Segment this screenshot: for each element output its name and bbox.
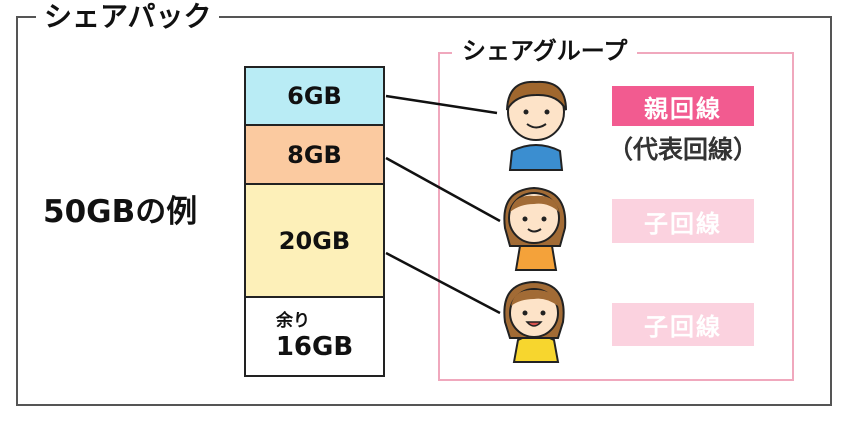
segment-20gb: 20GB: [246, 185, 383, 298]
segment-6gb-label: 6GB: [287, 82, 342, 110]
segment-6gb: 6GB: [246, 68, 383, 126]
parent-line-badge: 親回線: [612, 86, 754, 126]
child-line-badge-2: 子回線: [612, 303, 754, 346]
connector-line-child1: [385, 156, 501, 223]
segment-8gb-label: 8GB: [287, 140, 342, 169]
segment-20gb-label: 20GB: [278, 226, 351, 255]
mother-icon: [503, 186, 567, 271]
parent-line-note: （代表回線）: [607, 135, 758, 164]
child-icon: [503, 280, 565, 363]
share-pack-frame: [16, 16, 832, 406]
remaining-value: 16GB: [275, 331, 354, 362]
share-pack-title: シェアパック: [36, 0, 220, 34]
share-group-title: シェアグループ: [452, 33, 638, 69]
remaining-label: 余り: [276, 310, 310, 331]
segment-remaining: 余り 16GB: [246, 298, 383, 375]
segment-8gb: 8GB: [246, 126, 383, 185]
example-label: 50GBの例: [43, 194, 198, 230]
connector-line-parent: [385, 94, 498, 115]
father-icon: [506, 80, 567, 171]
data-stack: 6GB 8GB 20GB 余り 16GB: [244, 66, 385, 377]
connector-line-child2: [385, 251, 501, 315]
child-line-badge-1: 子回線: [612, 199, 754, 243]
